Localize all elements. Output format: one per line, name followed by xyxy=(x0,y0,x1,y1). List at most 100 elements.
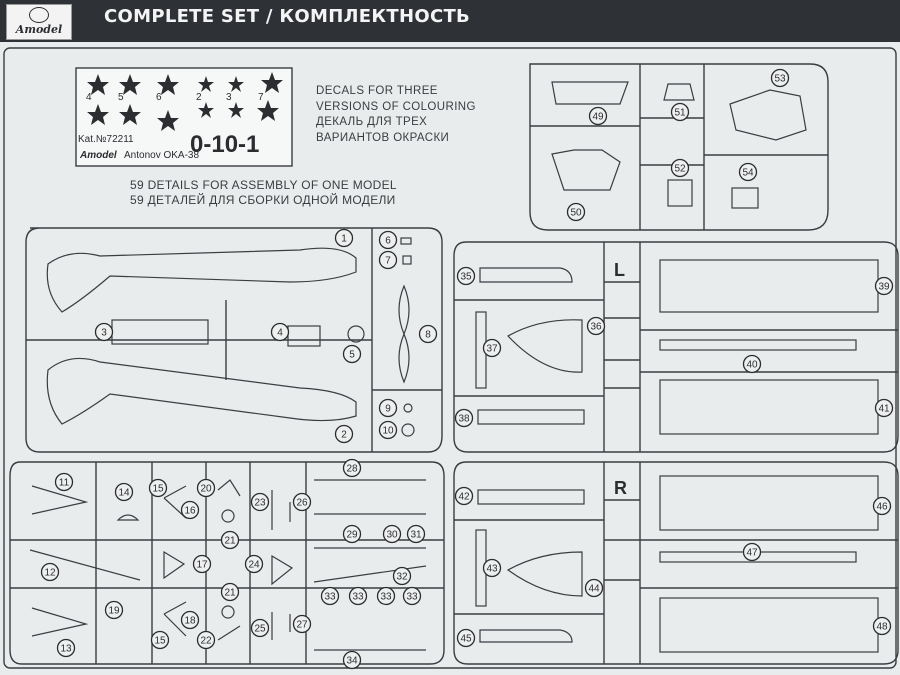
callout-circle xyxy=(320,586,340,606)
callout-circle xyxy=(292,614,312,634)
part-number-label: 12 xyxy=(44,568,56,579)
part-number-callout: 21 xyxy=(220,582,240,602)
part-number-callout: 14 xyxy=(114,482,134,502)
callout-circle xyxy=(378,230,398,250)
part-number-label: 2 xyxy=(341,430,347,441)
decal-logo: Amodel xyxy=(79,150,117,161)
callout-circle xyxy=(872,496,892,516)
part-number-label: 5 xyxy=(349,350,355,361)
callout-circle xyxy=(114,482,134,502)
callout-circle xyxy=(342,524,362,544)
callout-circle xyxy=(586,316,606,336)
decals-caption-line-1: DECALS FOR THREE xyxy=(316,85,438,97)
part-number-callout: 44 xyxy=(584,578,604,598)
callout-circle xyxy=(192,554,212,574)
part-number-label: 33 xyxy=(324,592,336,603)
callout-circle xyxy=(244,554,264,574)
part-number-label: 36 xyxy=(590,322,602,333)
part-number-callout: 3 xyxy=(94,322,114,342)
sprue-marker-right: R xyxy=(614,478,627,498)
part-number-callout: 28 xyxy=(342,458,362,478)
part-number-callout: 31 xyxy=(406,524,426,544)
details-caption-line-1: 59 DETAILS FOR ASSEMBLY OF ONE MODEL xyxy=(130,178,397,192)
callout-circle xyxy=(342,650,362,670)
part-number-label: 17 xyxy=(196,560,208,571)
part-number-label: 1 xyxy=(341,234,347,245)
part-number-callout: 22 xyxy=(196,630,216,650)
callout-circle xyxy=(196,630,216,650)
part-number-label: 51 xyxy=(674,108,686,119)
callout-circle xyxy=(376,586,396,606)
part-number-callout: 7 xyxy=(378,250,398,270)
callout-circle xyxy=(334,228,354,248)
callout-circle xyxy=(482,558,502,578)
part-number-callout: 33 xyxy=(402,586,422,606)
part-number-label: 34 xyxy=(346,656,358,667)
callout-circle xyxy=(456,628,476,648)
sprue-frame-right-wing xyxy=(453,461,899,665)
part-number-callout: 24 xyxy=(244,554,264,574)
callout-circle xyxy=(220,530,240,550)
callout-circle xyxy=(342,344,362,364)
callout-circle xyxy=(874,276,894,296)
part-propeller xyxy=(398,284,410,384)
part-number-callout: 33 xyxy=(320,586,340,606)
part-number-callout: 37 xyxy=(482,338,502,358)
part-number-callout: 4 xyxy=(270,322,290,342)
part-number-label: 10 xyxy=(382,426,394,437)
callout-circle xyxy=(670,102,690,122)
part-number-label: 11 xyxy=(59,478,70,489)
part-number-callout: 6 xyxy=(378,230,398,250)
callout-circle xyxy=(334,424,354,444)
callout-circle xyxy=(250,492,270,512)
part-wing-upper-left xyxy=(659,259,879,313)
part-number-label: 28 xyxy=(346,464,358,475)
callout-circle xyxy=(566,202,586,222)
part-fuselage-left xyxy=(46,247,357,313)
callout-circle xyxy=(482,338,502,358)
part-number-callout: 50 xyxy=(566,202,586,222)
part-number-callout: 39 xyxy=(874,276,894,296)
part-number-callout: 36 xyxy=(586,316,606,336)
part-number-callout: 5 xyxy=(342,344,362,364)
part-number-callout: 26 xyxy=(292,492,312,512)
part-5 xyxy=(347,325,365,343)
callout-circle xyxy=(742,542,762,562)
part-number-callout: 38 xyxy=(454,408,474,428)
part-42 xyxy=(477,489,585,505)
callout-circle xyxy=(94,322,114,342)
decals-caption-line-3: ДЕКАЛЬ ДЛЯ ТРЕХ xyxy=(316,116,428,128)
sprue-marker-left: L xyxy=(614,260,625,280)
part-number-callout: 18 xyxy=(180,610,200,630)
part-number-callout: 51 xyxy=(670,102,690,122)
decal-number: 6 xyxy=(156,92,162,103)
part-53 xyxy=(729,89,807,141)
part-number-callout: 8 xyxy=(418,324,438,344)
part-number-callout: 42 xyxy=(454,486,474,506)
callout-circle xyxy=(378,398,398,418)
part-number-label: 37 xyxy=(486,344,498,355)
part-40 xyxy=(659,339,857,351)
part-number-label: 14 xyxy=(118,488,130,499)
part-52 xyxy=(667,179,693,207)
part-number-label: 31 xyxy=(410,530,422,541)
callout-circle xyxy=(382,524,402,544)
part-number-callout: 23 xyxy=(250,492,270,512)
part-number-label: 18 xyxy=(184,616,196,627)
part-38 xyxy=(477,409,585,425)
part-number-callout: 12 xyxy=(40,562,60,582)
callout-circle xyxy=(180,610,200,630)
callout-circle xyxy=(196,478,216,498)
part-number-label: 4 xyxy=(277,328,283,339)
part-number-callout: 11 xyxy=(54,472,74,492)
callout-circle xyxy=(406,524,426,544)
part-number-callout: 43 xyxy=(482,558,502,578)
part-number-callout: 1 xyxy=(334,228,354,248)
decal-sheet xyxy=(75,67,293,167)
callout-circle xyxy=(584,578,604,598)
callout-circle xyxy=(402,586,422,606)
part-number-label: 27 xyxy=(296,620,308,631)
callout-circle xyxy=(180,500,200,520)
callout-circle xyxy=(770,68,790,88)
part-number-callout: 25 xyxy=(250,618,270,638)
